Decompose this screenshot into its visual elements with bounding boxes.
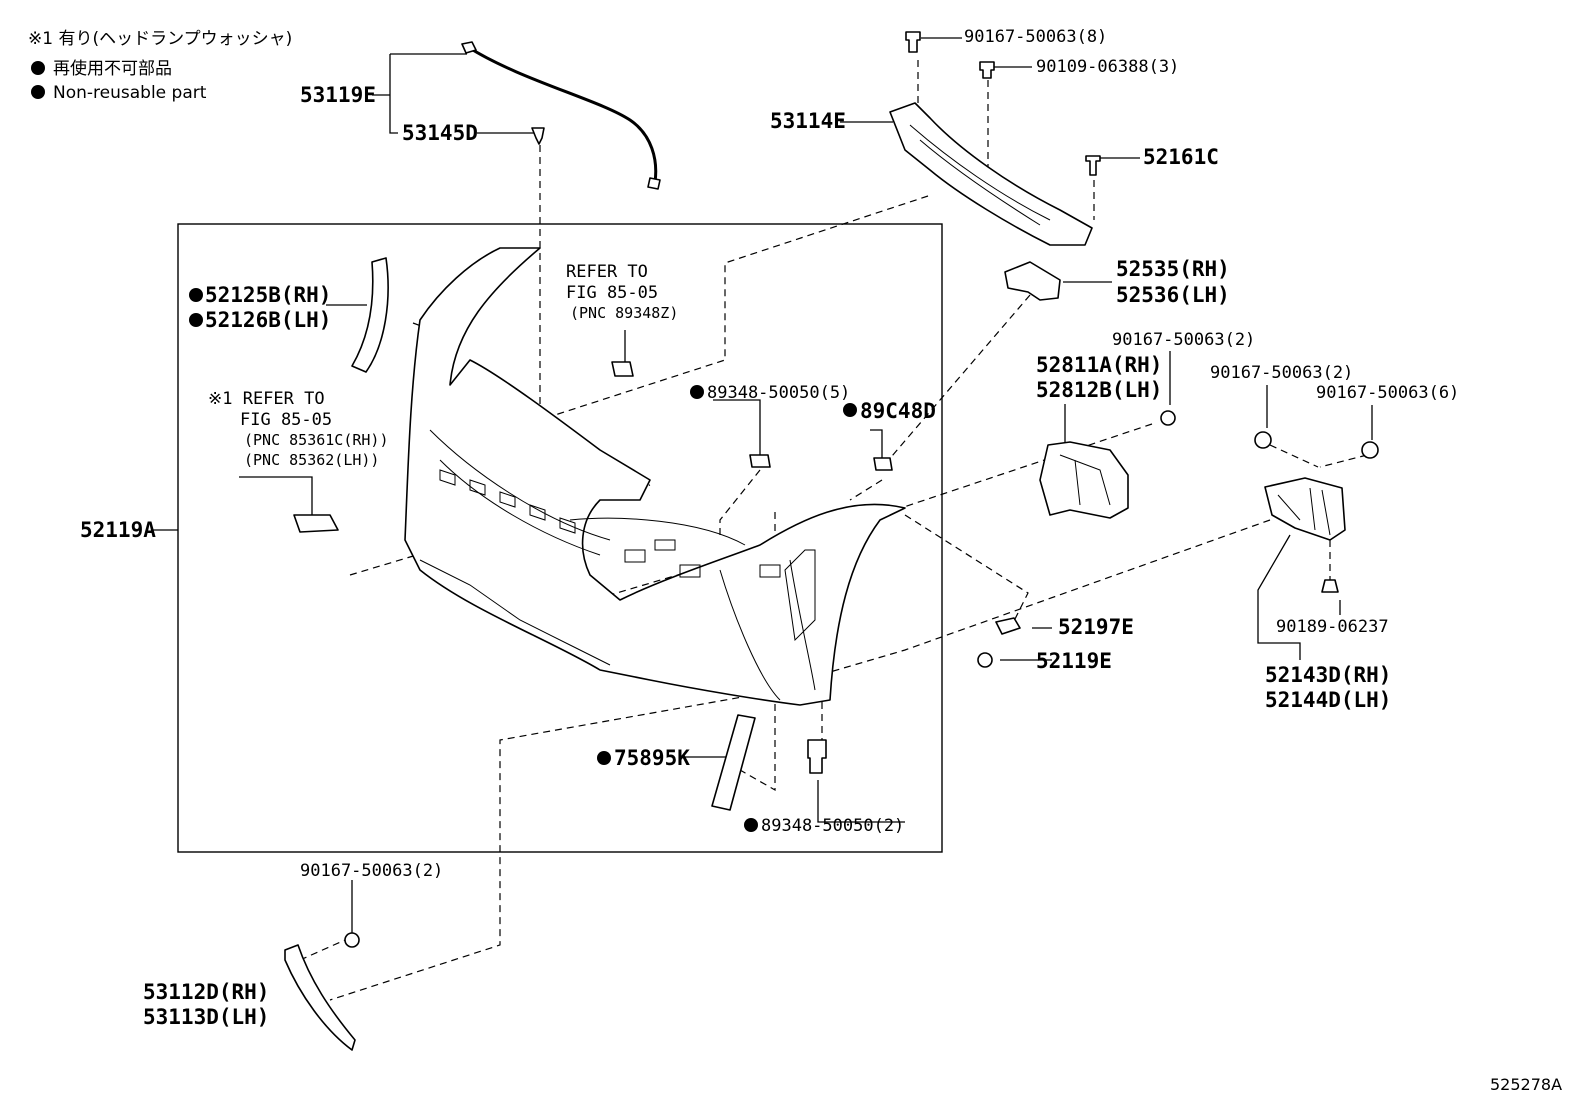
clip-52197E	[995, 617, 1021, 635]
label-52144D: 52144D(LH)	[1265, 688, 1391, 712]
label-89348-5: 89348-50050(5)	[707, 383, 850, 403]
legend-bullet-jp	[31, 61, 45, 75]
bracket-52535	[1004, 261, 1061, 301]
screw-90167-b	[1254, 431, 1272, 449]
label-89C48D: 89C48D	[860, 399, 936, 423]
clip-89348-2	[807, 739, 827, 774]
screw-90167-top	[905, 31, 921, 53]
label-52197E: 52197E	[1058, 615, 1134, 639]
cover-85361C	[293, 514, 339, 533]
label-53119E: 53119E	[300, 83, 376, 107]
legend-nonreusable-en: Non-reusable part	[53, 83, 207, 103]
label-53145D: 53145D	[402, 121, 478, 145]
label-52119E: 52119E	[1036, 649, 1112, 673]
label-90167-2b: 90167-50063(2)	[1210, 363, 1353, 383]
screw-90167-a	[1160, 410, 1176, 426]
label-52536: 52536(LH)	[1116, 283, 1230, 307]
clip-89348Z	[611, 361, 634, 377]
ref1-line3: (PNC 89348Z)	[570, 304, 678, 322]
bracket-52811A	[1039, 441, 1129, 519]
label-90189: 90189-06237	[1276, 617, 1389, 637]
label-53112D: 53112D(RH)	[143, 980, 269, 1004]
legend-note: ※1 有り(ヘッドランプウォッシャ)	[28, 29, 292, 49]
legend-bullet-en	[31, 85, 45, 99]
molding-52125B	[351, 257, 389, 373]
washer-hose-53119E	[467, 45, 658, 183]
ref2-line1: ※1 REFER TO	[208, 389, 325, 409]
label-90167-6: 90167-50063(6)	[1316, 383, 1459, 403]
clip-89348-5	[749, 454, 771, 468]
screw-52161C	[1085, 155, 1101, 176]
label-52535: 52535(RH)	[1116, 257, 1230, 281]
clip-89C48D	[873, 457, 893, 471]
label-90109: 90109-06388(3)	[1036, 57, 1179, 77]
bumper-group-box	[177, 223, 943, 853]
bracket-52143D	[1264, 477, 1346, 541]
nut-90189	[1321, 579, 1339, 593]
label-52125B: 52125B(RH)	[205, 283, 331, 307]
ref2-line2: FIG 85-05	[240, 410, 332, 430]
label-89348-2: 89348-50050(2)	[761, 816, 904, 836]
leader-lines	[152, 37, 1373, 935]
retainer-53114E	[889, 102, 1093, 246]
front-bumper-cover-52119A	[404, 247, 906, 706]
ref1-line2: FIG 85-05	[566, 283, 658, 303]
ref2-line3: (PNC 85361C(RH))	[244, 431, 389, 449]
screw-90167-c	[1361, 441, 1379, 459]
label-52143D: 52143D(RH)	[1265, 663, 1391, 687]
label-90167-2c: 90167-50063(2)	[300, 861, 443, 881]
screw-90167-d	[344, 932, 360, 948]
label-52126B: 52126B(LH)	[205, 308, 331, 332]
label-52811A: 52811A(RH)	[1036, 353, 1162, 377]
label-90167-8: 90167-50063(8)	[964, 27, 1107, 47]
cover-53112D	[284, 944, 356, 1051]
label-53113D: 53113D(LH)	[143, 1005, 269, 1029]
label-52161C: 52161C	[1143, 145, 1219, 169]
tape-75895K	[711, 714, 756, 811]
label-75895K: 75895K	[614, 746, 690, 770]
legend-nonreusable-jp: 再使用不可部品	[53, 58, 172, 79]
screw-52119E	[977, 652, 993, 668]
clip-53145D	[531, 127, 545, 145]
label-90167-2a: 90167-50063(2)	[1112, 330, 1255, 350]
label-52812B: 52812B(LH)	[1036, 378, 1162, 402]
ref1-line1: REFER TO	[566, 262, 648, 282]
bolt-90109	[979, 61, 995, 79]
label-53114E: 53114E	[770, 109, 846, 133]
label-52119A: 52119A	[80, 518, 156, 542]
ref2-line4: (PNC 85362(LH))	[244, 451, 379, 469]
figure-id: 525278A	[1490, 1075, 1562, 1094]
